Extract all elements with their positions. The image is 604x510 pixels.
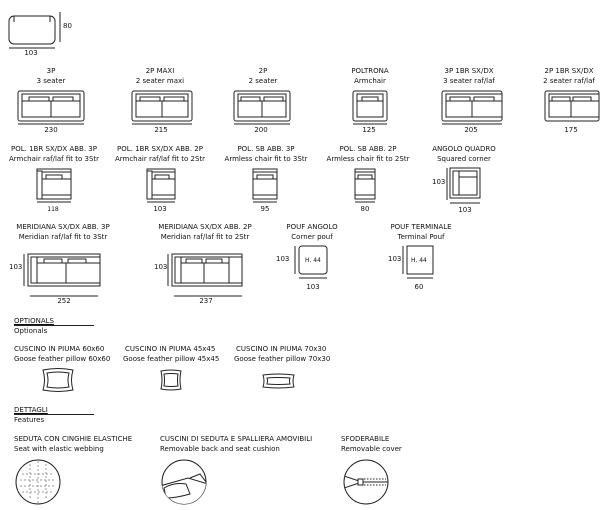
module-dimension: 60 [414, 283, 424, 291]
module-name: Meridian raf/laf fit to 3Str [18, 233, 108, 241]
module-code: POUF TERMINALE [390, 223, 452, 231]
corner-drawing [446, 166, 486, 206]
module-depth: 103 [388, 255, 402, 263]
optionals-subtitle: Optionals [14, 327, 48, 335]
header-depth: 80 [63, 22, 72, 30]
pillow-45x45-icon [158, 368, 184, 392]
sofa-drawing [146, 168, 178, 204]
module-code: POL. SB ABB. 2P [339, 145, 397, 153]
features-subtitle: Features [14, 416, 45, 424]
pouf-height: H. 44 [305, 257, 321, 264]
module-name: 2 seater [248, 77, 278, 85]
module-depth: 103 [9, 263, 23, 271]
module-name: 2 seater raf/laf [543, 77, 595, 85]
module-dimension: 252 [57, 297, 71, 305]
module-name: Corner pouf [291, 233, 333, 241]
module-name: Armless chair fit to 3Str [224, 155, 308, 163]
module-code: MERIDIANA SX/DX ABB. 2P [158, 223, 252, 231]
module-dimension: 95 [260, 205, 270, 213]
feature-code: CUSCINI DI SEDUTA E SPALLIERA AMOVIBILI [160, 435, 313, 443]
module-depth: 103 [154, 263, 168, 271]
optionals-divider [14, 325, 94, 326]
module-dimension: 103 [153, 205, 167, 213]
module-dimension: 230 [44, 126, 58, 134]
module-name: Squared corner [437, 155, 491, 163]
module-name: 3 seater raf/laf [443, 77, 495, 85]
module-code: 2P MAXI [145, 67, 175, 75]
meridian-drawing [22, 250, 102, 300]
features-title: DETTAGLI [14, 406, 48, 414]
sofa-drawing [352, 90, 390, 126]
module-name: Armchair raf/laf fit to 2Str [114, 155, 206, 163]
module-code: 2P [258, 67, 268, 75]
feature-code: SFODERABILE [341, 435, 390, 443]
module-depth: 103 [432, 178, 446, 186]
pouf-height: H. 44 [411, 257, 427, 264]
module-name: Meridian raf/laf fit to 2Str [160, 233, 250, 241]
optional-name: Goose feather pillow 45x45 [123, 355, 220, 363]
header-width: 103 [24, 49, 38, 57]
sofa-drawing [36, 168, 74, 204]
pillow-60x60-icon [40, 366, 76, 394]
optionals-title: OPTIONALS [14, 317, 54, 325]
module-dimension: 205 [464, 126, 478, 134]
module-dimension: 215 [154, 126, 168, 134]
meridian-drawing [166, 250, 246, 300]
module-name: Armless chair fit to 2Str [326, 155, 410, 163]
elastic-webbing-icon [14, 458, 62, 506]
module-dimension: 103 [306, 283, 320, 291]
feature-name: Removable cover [341, 445, 402, 453]
pillow-70x30-icon [261, 372, 297, 390]
module-dimension: 103 [458, 206, 472, 214]
optional-code: CUSCINO IN PIUMA 70x30 [236, 345, 327, 353]
module-code: POL. SB ABB. 3P [237, 145, 295, 153]
pouf-drawing [402, 244, 436, 280]
sofa-drawing [252, 168, 280, 204]
module-name: Terminal Pouf [397, 233, 445, 241]
feature-name: Seat with elastic webbing [14, 445, 104, 453]
module-dimension: 125 [362, 126, 376, 134]
sofa-drawing [441, 90, 505, 126]
optional-code: CUSCINO IN PIUMA 45x45 [125, 345, 216, 353]
module-dimension: 118 [47, 206, 59, 213]
sofa-drawing [233, 90, 293, 126]
sofa-drawing [354, 168, 378, 204]
module-name: 2 seater maxi [135, 77, 185, 85]
feature-code: SEDUTA CON CINGHIE ELASTICHE [14, 435, 133, 443]
module-dimension: 200 [254, 126, 268, 134]
module-code: POL. 1BR SX/DX ABB. 2P [117, 145, 203, 153]
feature-name: Removable back and seat cushion [160, 445, 280, 453]
module-code: POLTRONA [351, 67, 389, 75]
module-code: POUF ANGOLO [286, 223, 338, 231]
module-dimension: 175 [564, 126, 578, 134]
module-name: Armchair [354, 77, 386, 85]
zipper-cover-icon [342, 458, 390, 506]
removable-cushion-icon [160, 458, 208, 506]
module-code: 3P [46, 67, 56, 75]
sofa-drawing [17, 90, 87, 126]
sofa-drawing [131, 90, 195, 126]
module-code: ANGOLO QUADRO [432, 145, 496, 153]
module-code: POL. 1BR SX/DX ABB. 3P [11, 145, 97, 153]
module-code: 2P 1BR SX/DX [544, 67, 594, 75]
pouf-drawing [294, 244, 334, 280]
module-code: 3P 1BR SX/DX [444, 67, 494, 75]
module-name: Armchair raf/laf fit to 3Str [8, 155, 100, 163]
optional-name: Goose feather pillow 70x30 [234, 355, 331, 363]
module-depth: 103 [276, 255, 290, 263]
optional-code: CUSCINO IN PIUMA 60x60 [14, 345, 105, 353]
optional-name: Goose feather pillow 60x60 [14, 355, 111, 363]
module-name: 3 seater [36, 77, 66, 85]
module-footprint-drawing [8, 8, 68, 54]
module-dimension: 80 [360, 205, 370, 213]
sofa-drawing [544, 90, 600, 126]
features-divider [14, 414, 94, 415]
module-code: MERIDIANA SX/DX ABB. 3P [16, 223, 110, 231]
module-dimension: 237 [199, 297, 213, 305]
